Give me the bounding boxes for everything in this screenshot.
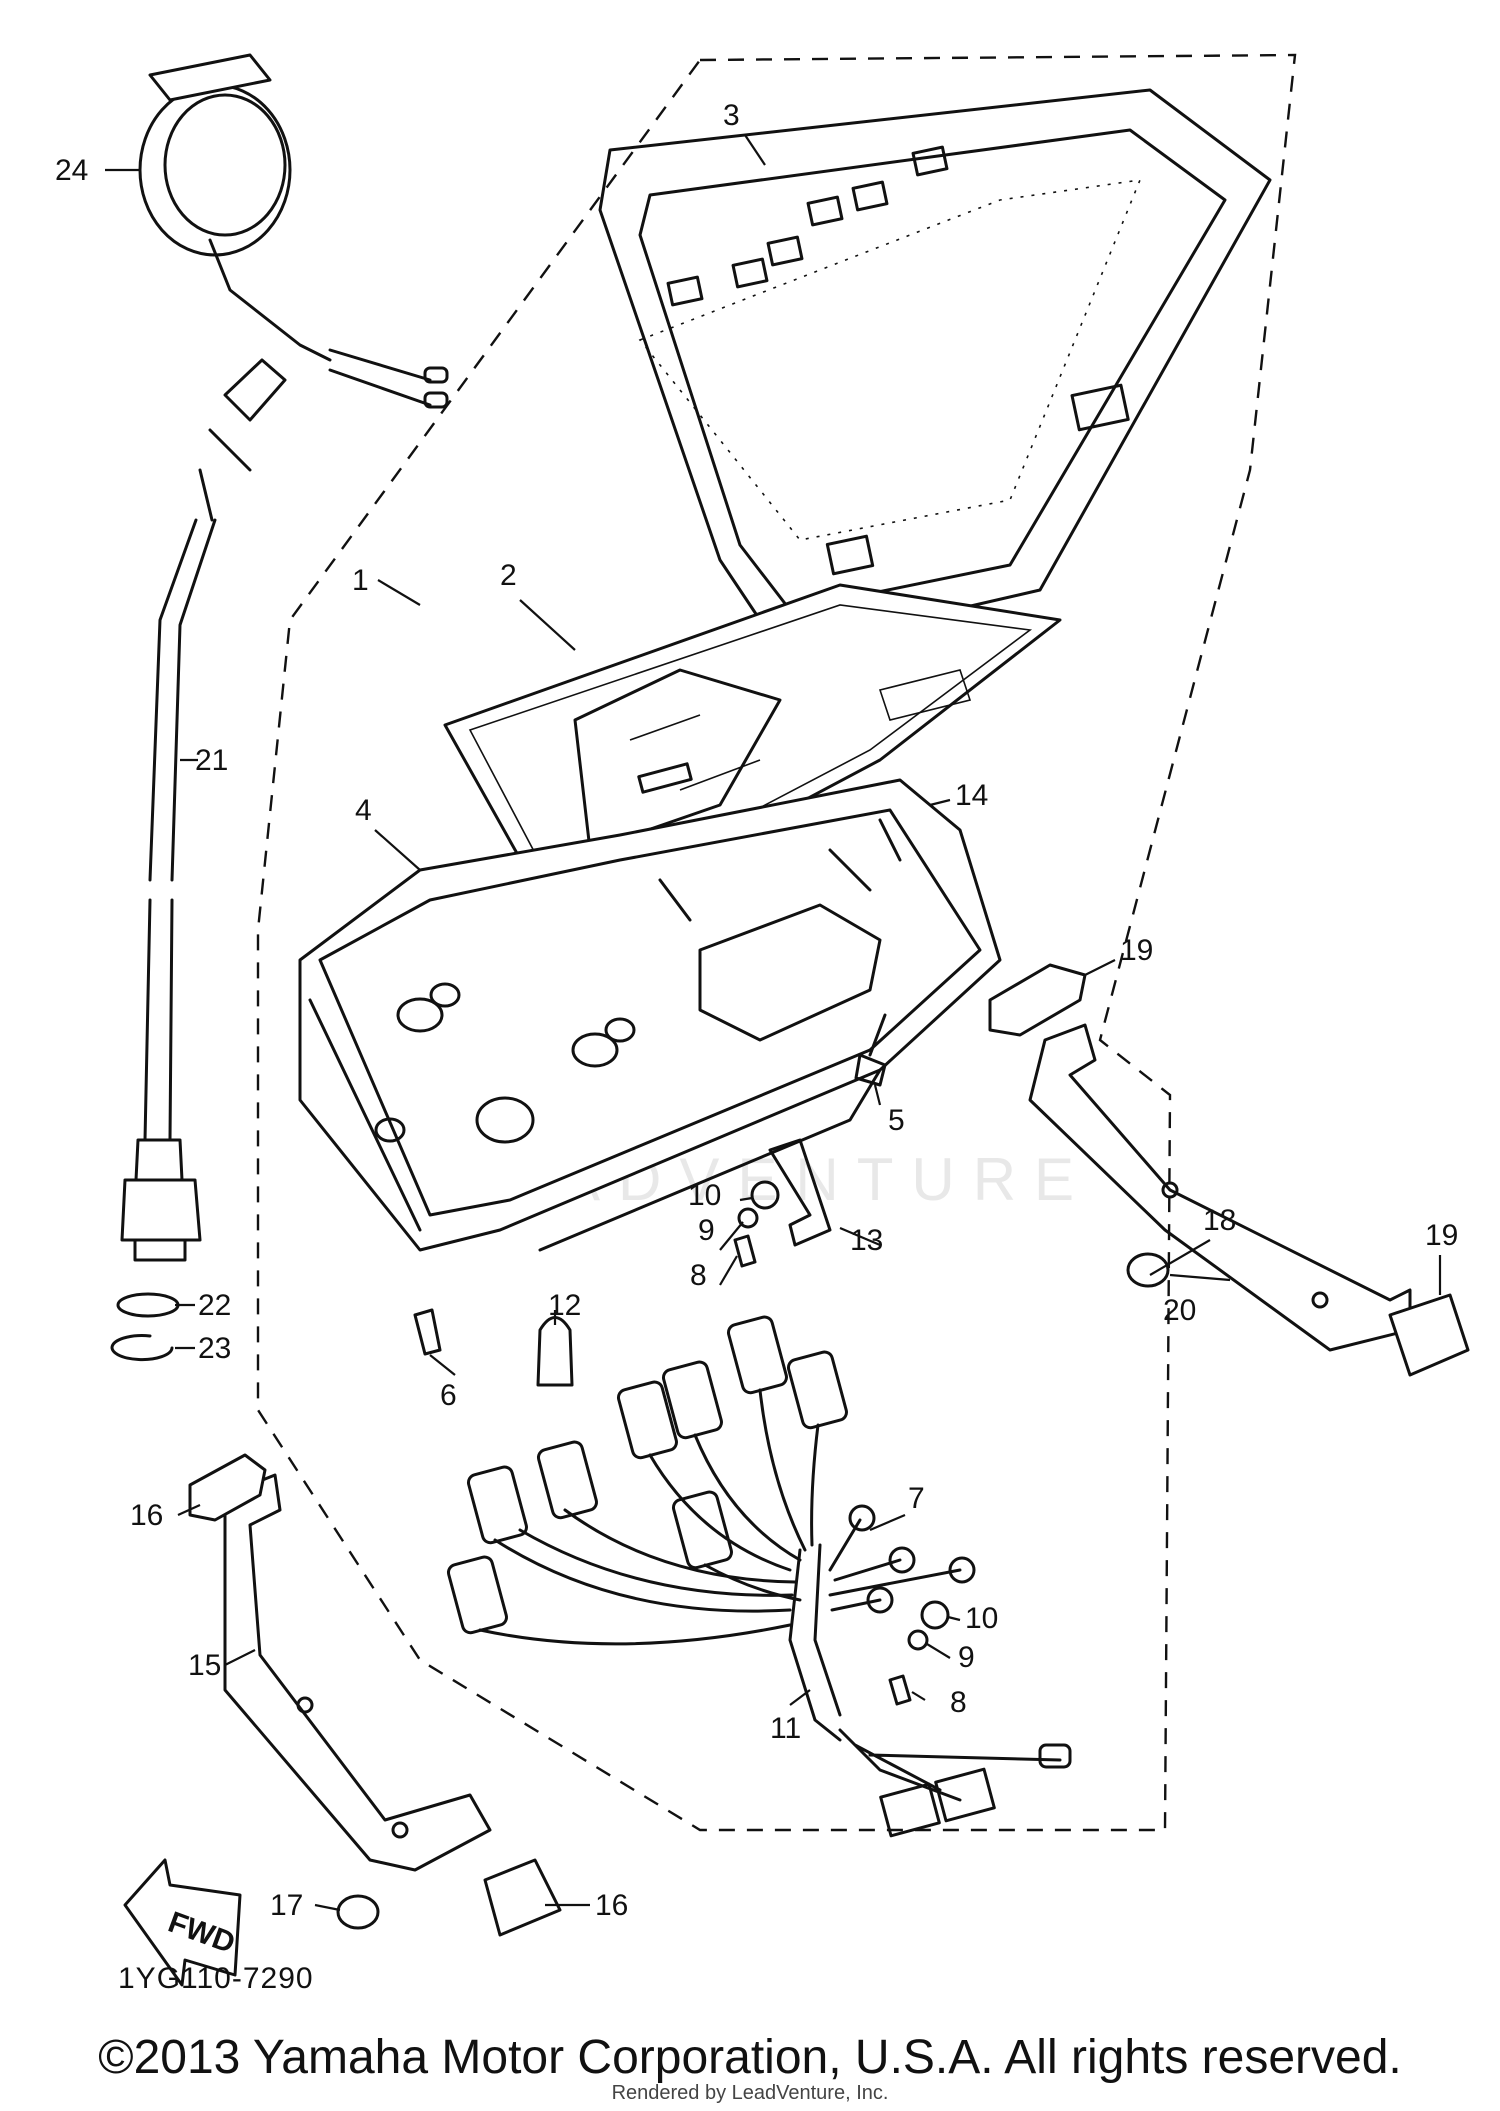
callout-19-upper: 19 (1120, 934, 1153, 967)
part-7-bulb-sockets (446, 1315, 848, 1635)
callout-10-lower: 10 (965, 1602, 998, 1635)
part-3-meter-cover (598, 88, 1272, 652)
fwd-label: FWD (164, 1906, 239, 1960)
callout-14: 14 (955, 779, 988, 812)
callout-22: 22 (198, 1289, 231, 1322)
callout-8-upper: 8 (690, 1259, 707, 1292)
part-15-bracket-left (223, 1473, 492, 1872)
part-23-circlip (110, 1334, 174, 1362)
part-20-nut (1126, 1252, 1170, 1288)
callout-18: 18 (1203, 1204, 1236, 1237)
render-credit: Rendered by LeadVenture, Inc. (611, 2082, 889, 2104)
callout-7: 7 (908, 1482, 925, 1515)
part-17-nut (336, 1894, 380, 1930)
callout-16-upper: 16 (130, 1499, 163, 1532)
callout-10-upper: 10 (688, 1179, 721, 1212)
part-11-wire-harness (446, 1315, 1072, 1838)
leader-lines (105, 134, 1442, 1912)
callout-24: 24 (55, 154, 88, 187)
part-16-cushion-upper (188, 1453, 267, 1522)
part-12-bulb (536, 1316, 574, 1387)
part-10-washer-lower (920, 1600, 950, 1630)
callout-16-lower: 16 (595, 1889, 628, 1922)
part-21-speedometer-cable (120, 358, 287, 1262)
callout-11: 11 (770, 1712, 801, 1745)
part-9-washer-lower (907, 1629, 929, 1651)
callout-19-lower: 19 (1425, 1219, 1458, 1252)
part-10-washer-upper (750, 1180, 780, 1210)
callout-9-upper: 9 (698, 1214, 715, 1247)
part-6-bolt (413, 1308, 442, 1356)
callout-3: 3 (723, 99, 740, 132)
part-8-screw-lower (888, 1674, 912, 1706)
callout-21: 21 (195, 744, 228, 777)
callout-5: 5 (888, 1104, 905, 1137)
callout-1: 1 (352, 564, 369, 597)
callout-15: 15 (188, 1649, 221, 1682)
part-22-o-ring (116, 1292, 180, 1318)
callout-8-lower: 8 (950, 1686, 967, 1719)
part-13-clip (768, 1138, 832, 1247)
callout-20: 20 (1163, 1294, 1196, 1327)
part-9-washer-upper (737, 1207, 759, 1229)
callout-9-lower: 9 (958, 1641, 975, 1674)
catalog-code: 1YG110-7290 (118, 1962, 314, 1995)
part-18-bracket-right (1028, 1023, 1412, 1352)
part-19-cushion-upper (988, 963, 1087, 1037)
part-5-screw (854, 1013, 887, 1087)
part-8-screw-upper (733, 1234, 757, 1268)
copyright-notice: ©2013 Yamaha Motor Corporation, U.S.A. A… (98, 2031, 1402, 2084)
callout-4: 4 (355, 794, 372, 827)
callout-13: 13 (850, 1224, 883, 1257)
part-24-sensor (138, 53, 449, 409)
callout-17: 17 (270, 1889, 303, 1922)
callout-12: 12 (548, 1289, 581, 1322)
callout-23: 23 (198, 1332, 231, 1365)
part-19-cushion-lower (1388, 1293, 1470, 1377)
part-16-cushion-lower (483, 1858, 562, 1937)
callout-6: 6 (440, 1379, 457, 1412)
callout-2: 2 (500, 559, 517, 592)
part-4-meter-case (298, 778, 1002, 1252)
